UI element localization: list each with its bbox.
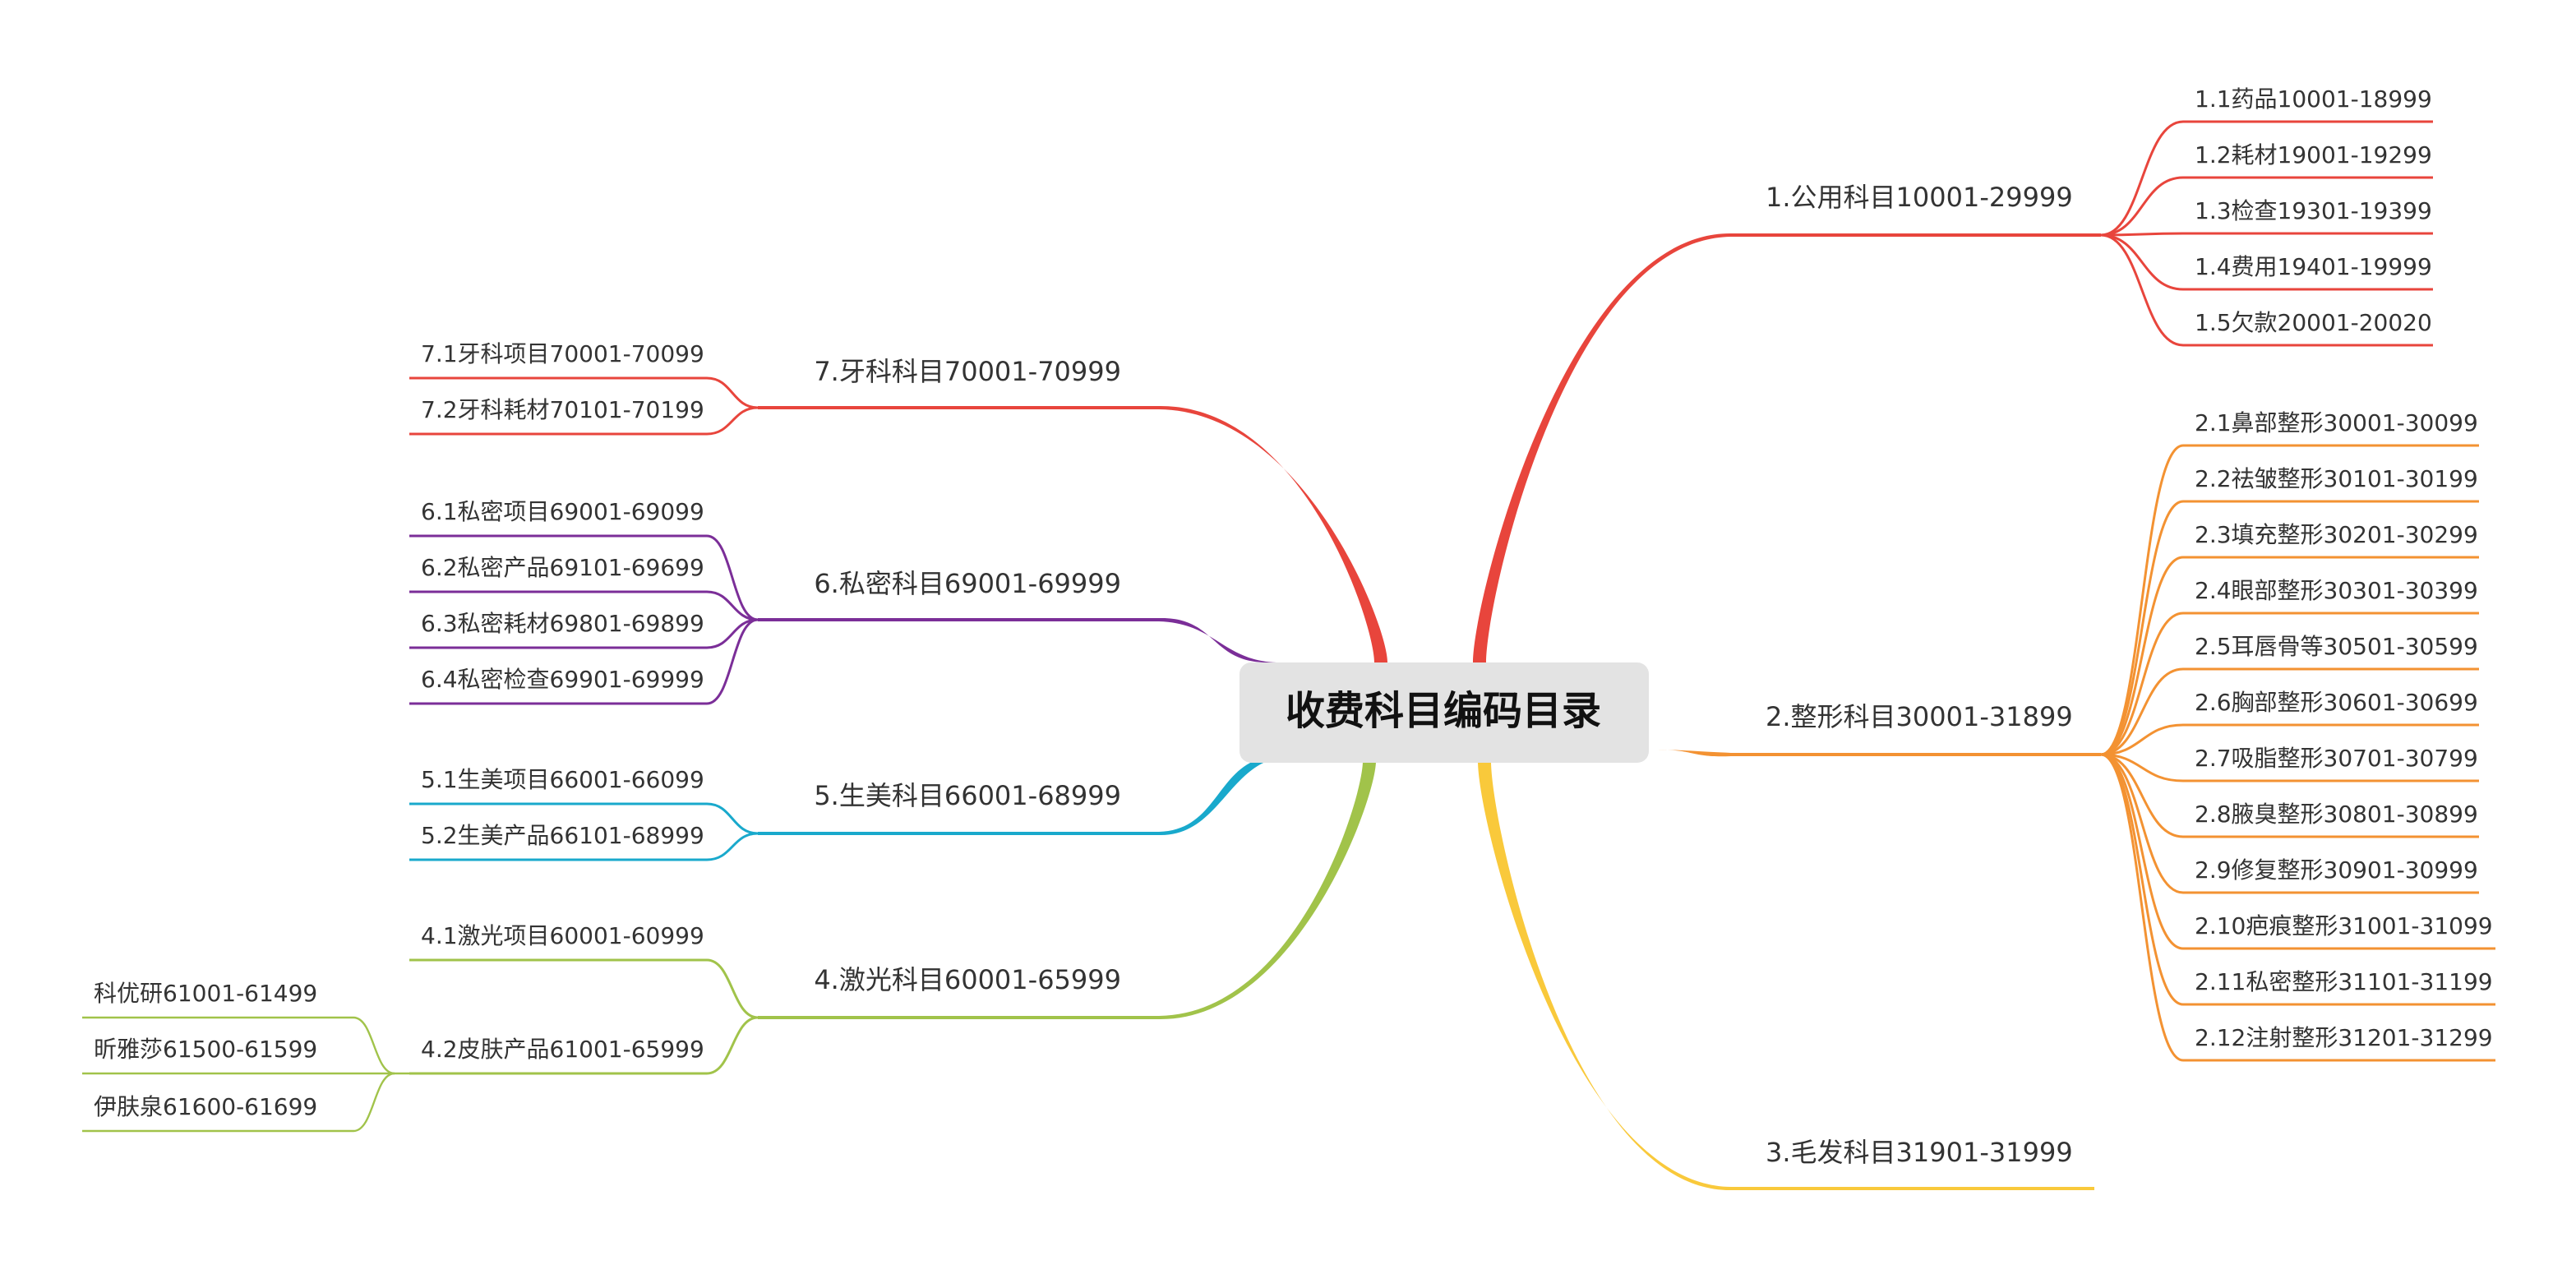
- child-label-b2-12: 2.12注射整形31201-31299: [2195, 1024, 2493, 1051]
- child-label-b5-1: 5.1生美项目66001-66099: [421, 766, 704, 793]
- root-node-title: 收费科目编码目录: [1286, 688, 1601, 734]
- child-connector-b6: [706, 618, 759, 649]
- child-connector-b2: [2100, 753, 2184, 782]
- branch-label-b3: 3.毛发科目31901-31999: [1766, 1137, 2073, 1168]
- child-label-b1-3: 1.3检查19301-19399: [2195, 197, 2432, 224]
- grandchild-label-2: 昕雅莎61500-61599: [94, 1036, 317, 1063]
- child-label-b2-10: 2.10疤痕整形31001-31099: [2195, 912, 2493, 939]
- child-connector-b2: [2100, 500, 2184, 756]
- child-connector-b2: [2100, 753, 2184, 838]
- child-label-b5-2: 5.2生美产品66101-68999: [421, 822, 704, 849]
- child-connector-b2: [2100, 753, 2184, 950]
- branch-connector-b7: [1159, 405, 1387, 662]
- child-label-b6-3: 6.3私密耗材69801-69899: [421, 610, 704, 637]
- child-connector-b2: [2100, 556, 2184, 756]
- child-label-b2-5: 2.5耳唇骨等30501-30599: [2195, 633, 2478, 660]
- child-label-b2-3: 2.3填充整形30201-30299: [2195, 521, 2478, 548]
- child-connector-b1: [2100, 233, 2184, 291]
- child-connector-b2: [2100, 753, 2184, 1062]
- child-label-b2-6: 2.6胸部整形30601-30699: [2195, 689, 2478, 716]
- grandchild-connector: [353, 1016, 395, 1075]
- branch-connector-b1: [1473, 233, 1731, 662]
- child-label-b1-2: 1.2耗材19001-19299: [2195, 141, 2432, 168]
- child-connector-b7: [706, 376, 759, 409]
- branch-label-b5: 5.生美科目66001-68999: [814, 780, 1121, 811]
- branch-connector-b4: [1159, 761, 1376, 1020]
- child-label-b2-9: 2.9修复整形30901-30999: [2195, 856, 2478, 884]
- child-connector-b2: [2100, 753, 2184, 894]
- child-label-b2-1: 2.1鼻部整形30001-30099: [2195, 409, 2478, 436]
- child-connector-b2: [2100, 444, 2184, 756]
- branch-label-b7: 7.牙科科目70001-70999: [814, 356, 1121, 387]
- child-label-b6-4: 6.4私密检查69901-69999: [421, 666, 704, 693]
- child-connector-b1: [2100, 176, 2184, 237]
- child-connector-b5: [706, 802, 759, 835]
- child-label-b2-4: 2.4眼部整形30301-30399: [2195, 577, 2478, 604]
- child-connector-b1: [2100, 233, 2184, 347]
- branch-label-b4: 4.激光科目60001-65999: [814, 964, 1121, 995]
- child-connector-b6: [706, 618, 759, 705]
- child-label-b6-1: 6.1私密项目69001-69099: [421, 498, 704, 525]
- branch-connector-b3: [1478, 761, 1731, 1191]
- child-label-b6-2: 6.2私密产品69101-69699: [421, 554, 704, 581]
- branch-connector-b6: [1159, 617, 1281, 662]
- branch-label-b6: 6.私密科目69001-69999: [814, 568, 1121, 599]
- child-connector-b5: [706, 832, 759, 861]
- child-label-b7-2: 7.2牙科耗材70101-70199: [421, 396, 704, 423]
- child-label-b2-7: 2.7吸脂整形30701-30799: [2195, 745, 2478, 772]
- branch-label-b2: 2.整形科目30001-31899: [1766, 701, 2073, 732]
- child-connector-b2: [2100, 753, 2184, 1006]
- child-label-b4-2: 4.2皮肤产品61001-65999: [421, 1036, 704, 1063]
- child-label-b2-8: 2.8腋臭整形30801-30899: [2195, 801, 2478, 828]
- grandchild-label-1: 科优研61001-61499: [94, 980, 317, 1007]
- root-node-box: [1240, 662, 1649, 763]
- child-connector-b6: [706, 534, 759, 621]
- child-connector-b1: [2100, 232, 2184, 237]
- child-label-b1-5: 1.5欠款20001-20020: [2195, 309, 2432, 336]
- child-label-b1-4: 1.4费用19401-19999: [2195, 253, 2432, 280]
- grandchild-connector: [353, 1072, 395, 1133]
- branch-connector-b2: [1642, 750, 1731, 757]
- child-label-b4-1: 4.1激光项目60001-60999: [421, 922, 704, 949]
- grandchild-label-3: 伊肤泉61600-61699: [94, 1093, 317, 1120]
- child-connector-b2: [2100, 612, 2184, 756]
- branch-label-b1: 1.公用科目10001-29999: [1766, 182, 2073, 213]
- branch-connector-b5: [1159, 756, 1292, 836]
- child-label-b7-1: 7.1牙科项目70001-70099: [421, 340, 704, 367]
- child-connector-b4: [706, 958, 759, 1019]
- child-label-b2-11: 2.11私密整形31101-31199: [2195, 968, 2493, 995]
- child-connector-b6: [706, 590, 759, 621]
- child-label-b2-2: 2.2祛皱整形30101-30199: [2195, 465, 2478, 492]
- child-connector-b1: [2100, 120, 2184, 237]
- child-connector-b4: [706, 1016, 759, 1075]
- child-label-b1-1: 1.1药品10001-18999: [2195, 85, 2432, 113]
- child-connector-b7: [706, 406, 759, 436]
- child-connector-b2: [2100, 723, 2184, 756]
- child-connector-b2: [2100, 667, 2184, 756]
